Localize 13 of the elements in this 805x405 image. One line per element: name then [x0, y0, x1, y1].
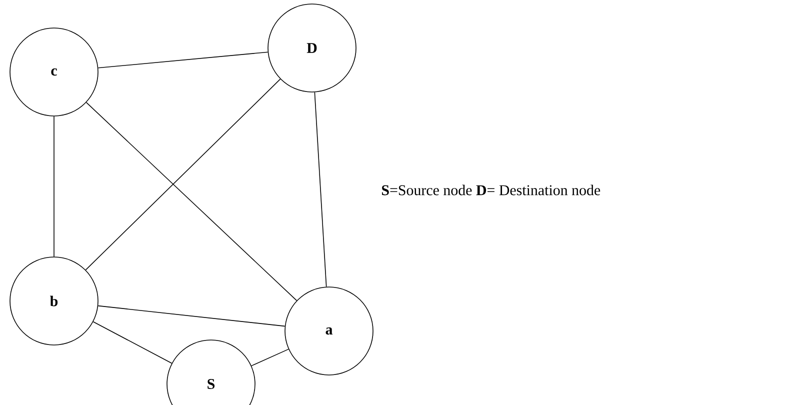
graph-node: c: [10, 28, 98, 116]
edge-line: [85, 78, 281, 270]
legend-note: S=Source node D= Destination node: [382, 184, 600, 196]
edge-line: [98, 52, 268, 68]
graph-node: S: [166, 340, 256, 405]
edge-line: [314, 92, 327, 288]
graph-node: b: [10, 256, 98, 346]
graph-node: a: [284, 286, 374, 376]
edge-line: [92, 321, 172, 364]
edge-line: [98, 305, 286, 327]
edge-line: [86, 102, 298, 301]
graph-node: D: [268, 4, 356, 92]
edge-line: [251, 348, 289, 366]
